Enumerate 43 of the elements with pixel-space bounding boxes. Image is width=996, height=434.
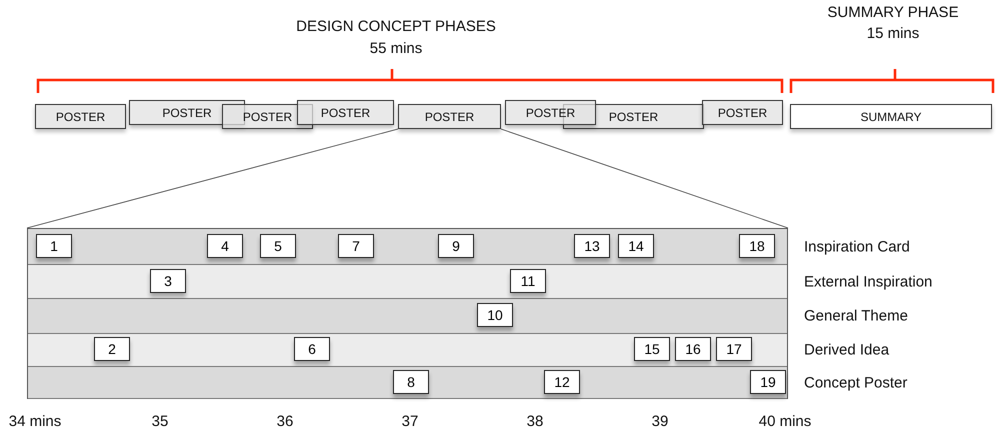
poster-box: POSTER (702, 100, 783, 125)
event-number-box: 6 (294, 337, 330, 361)
event-number-box: 1 (36, 234, 72, 258)
row-label: Derived Idea (804, 342, 890, 358)
summary-box: SUMMARY (790, 104, 992, 129)
poster-box: POSTER (297, 100, 394, 125)
event-number-box: 10 (477, 303, 513, 327)
zoom-line (26, 128, 398, 228)
event-number-box: 2 (94, 337, 130, 361)
poster-box: POSTER (35, 104, 126, 129)
event-number-box: 18 (739, 234, 775, 258)
phase-duration: 15 mins (866, 25, 920, 42)
event-number-box: 15 (634, 337, 670, 361)
poster-box: POSTER (505, 100, 596, 125)
row-label: Concept Poster (804, 374, 908, 391)
zoom-line (500, 128, 788, 228)
axis-tick-label: 39 (652, 413, 668, 430)
event-number-box: 9 (438, 234, 474, 258)
axis-tick-label: 38 (526, 413, 544, 430)
event-number-box: 19 (750, 370, 786, 394)
poster-box: POSTER (398, 104, 501, 129)
axis-tick-label: 37 (402, 413, 418, 430)
phase-title: SUMMARY PHASE (827, 4, 959, 21)
axis-tick-label: 35 (152, 413, 168, 430)
row-label: Inspiration Card (804, 238, 910, 255)
event-number-box: 8 (393, 370, 429, 394)
axis-tick-label: 36 (276, 413, 294, 430)
axis-tick-label: 34 mins (8, 413, 62, 430)
event-number-box: 7 (338, 234, 374, 258)
phase-duration: 55 mins (370, 40, 422, 57)
event-number-box: 3 (150, 269, 186, 293)
event-number-box: 4 (207, 234, 243, 258)
event-number-box: 13 (574, 234, 610, 258)
row-label: General Theme (804, 308, 908, 324)
row-label: External Inspiration (804, 273, 932, 290)
event-number-box: 14 (618, 234, 654, 258)
axis-tick-label: 40 mins (758, 413, 812, 430)
event-number-box: 11 (510, 269, 546, 293)
event-number-box: 5 (260, 234, 296, 258)
event-number-box: 12 (544, 370, 580, 394)
phase-title: DESIGN CONCEPT PHASES (296, 18, 496, 35)
event-number-box: 16 (675, 337, 711, 361)
event-number-box: 17 (716, 337, 752, 361)
